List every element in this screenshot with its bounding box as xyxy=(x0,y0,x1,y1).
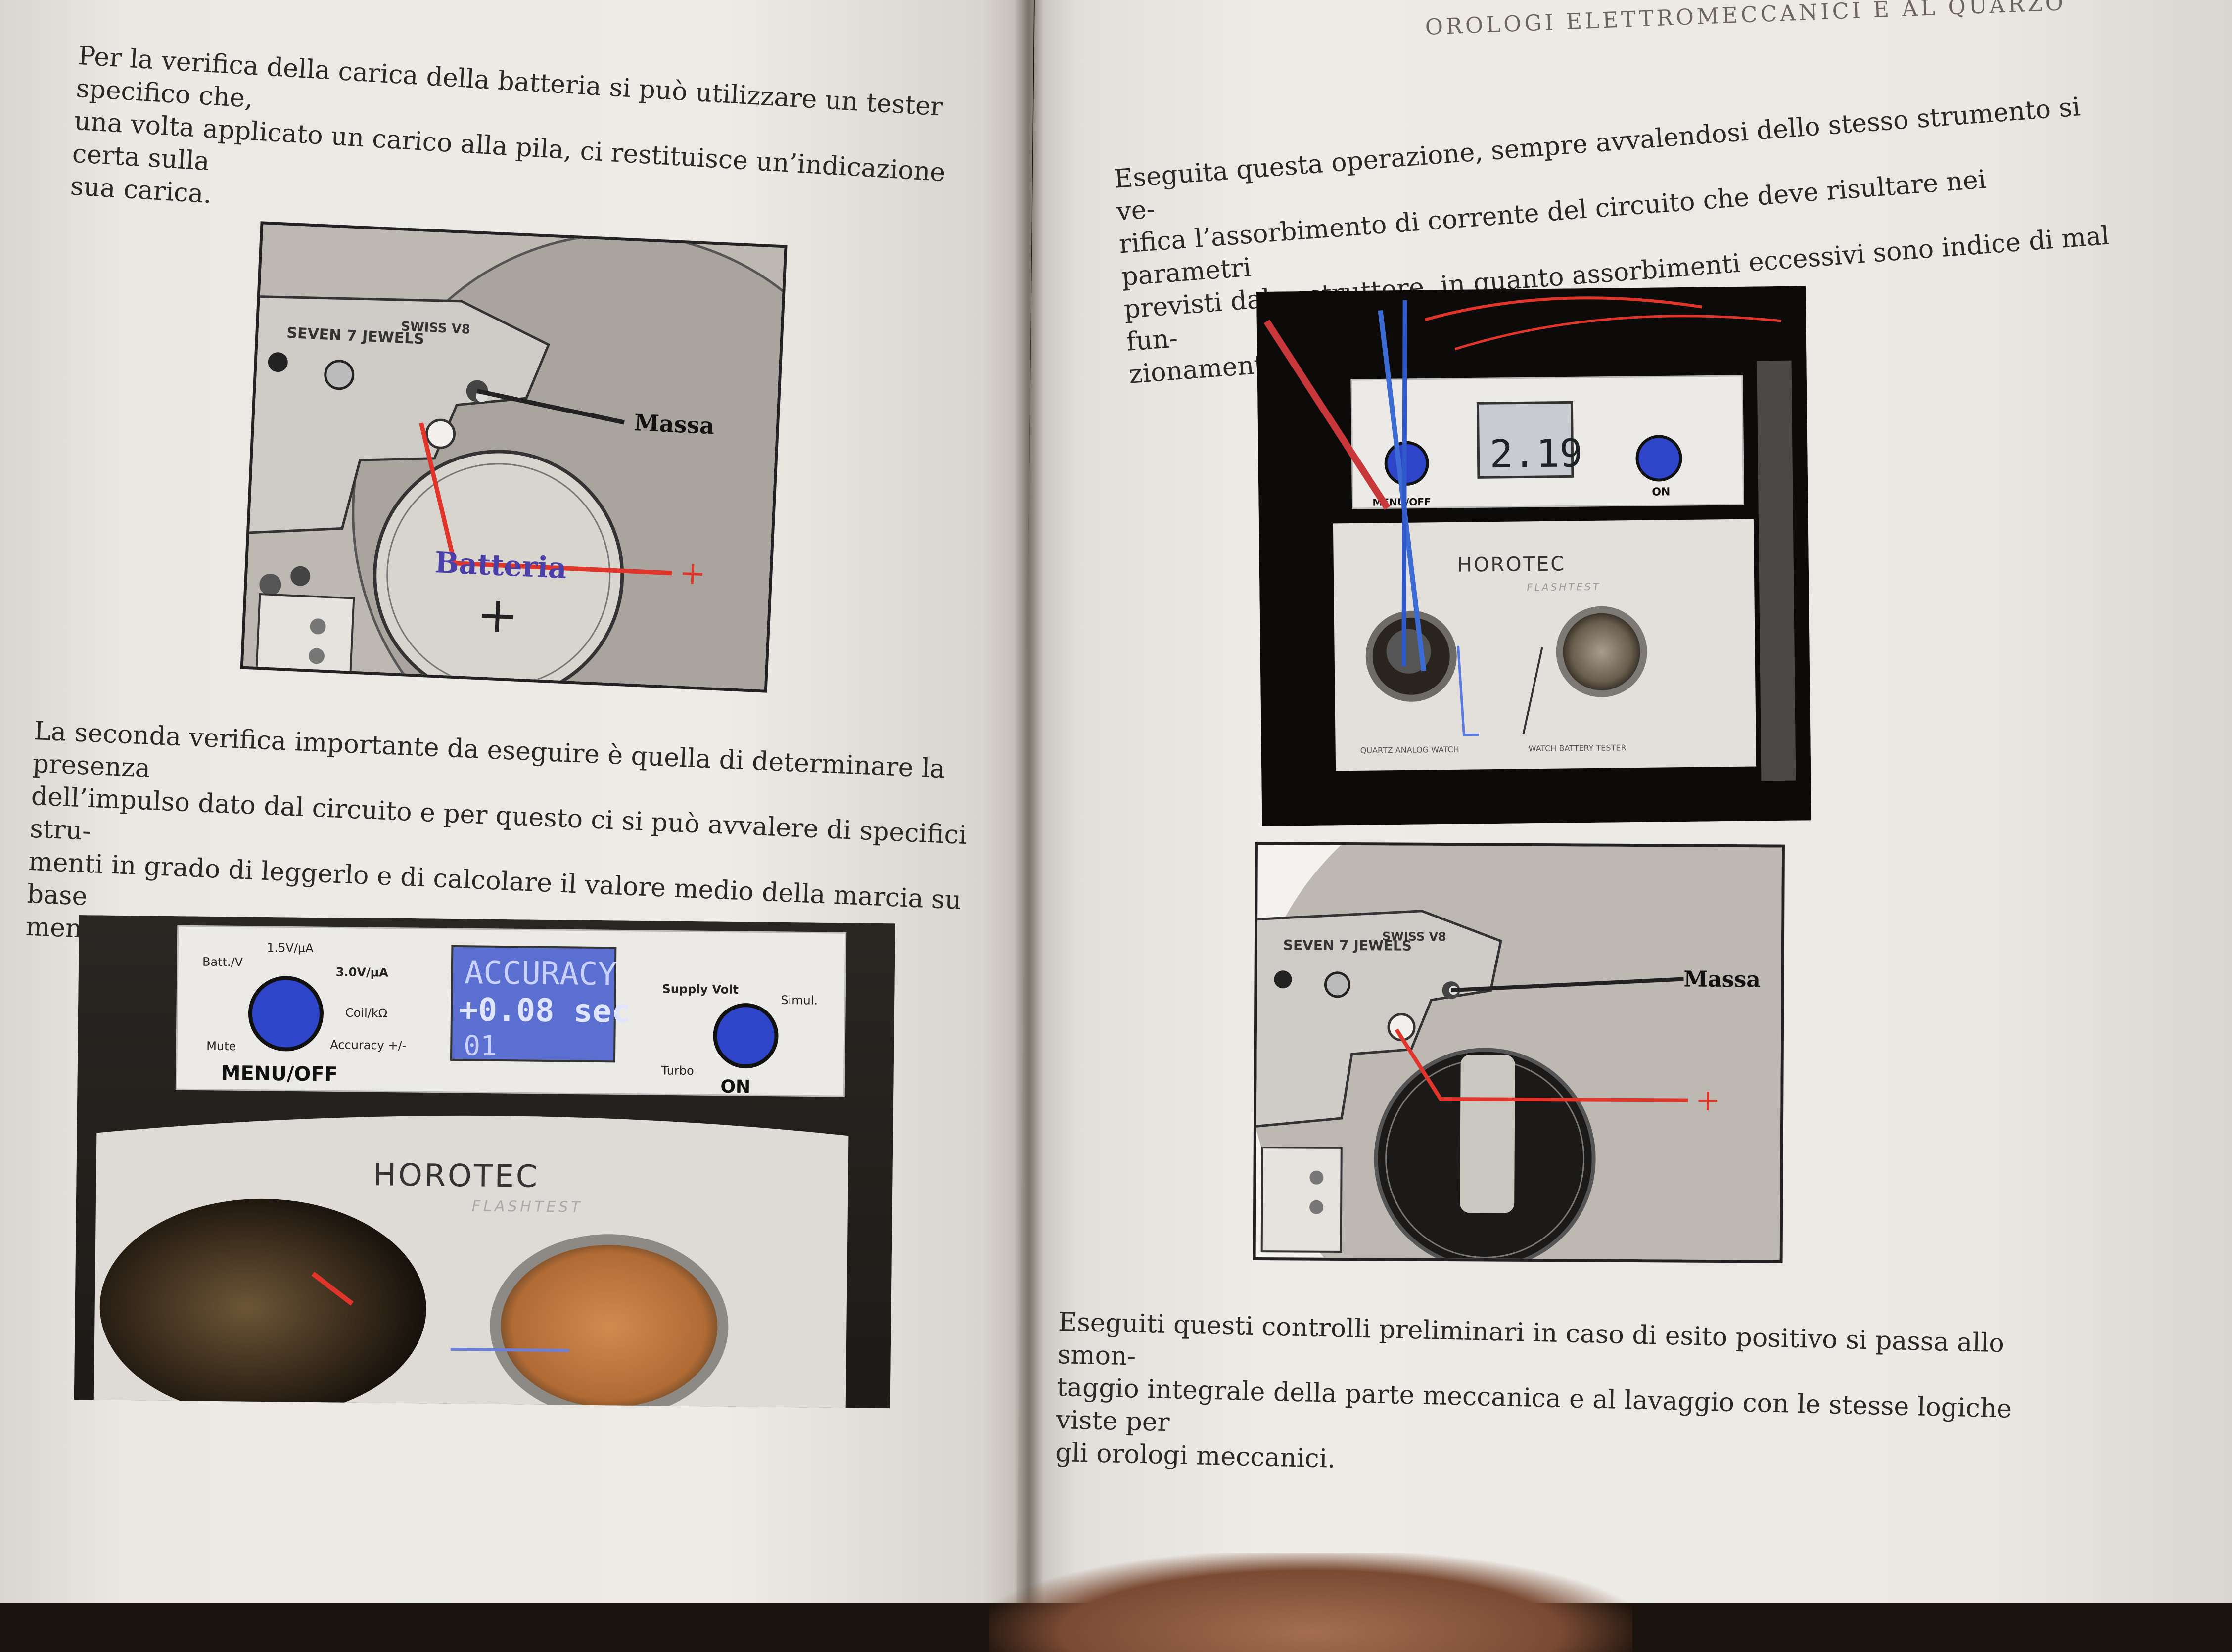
plus-label: + xyxy=(679,554,707,592)
swiss-label: SWISS V8 xyxy=(1382,929,1446,944)
batteria-label: Batteria xyxy=(434,546,567,585)
swiss-label: SWISS V8 xyxy=(401,319,471,337)
jewels-label: SEVEN 7 JEWELS xyxy=(1283,937,1412,954)
caption-right: WATCH BATTERY TESTER xyxy=(1529,743,1627,753)
plus-label: + xyxy=(1695,1083,1720,1118)
massa-label: Massa xyxy=(1683,967,1761,993)
lcd-line-2: +0.08 sec xyxy=(459,992,631,1030)
dial-label: Coil/kΩ xyxy=(345,1006,387,1020)
on-label: ON xyxy=(1652,486,1670,498)
right-dial-label: Supply Volt xyxy=(662,982,739,997)
menu-off-label: MENU/OFF xyxy=(221,1062,338,1086)
right-dial-label: Turbo xyxy=(661,1063,694,1078)
massa-diagram: SEVEN 7 JEWELS SWISS V8 Massa + xyxy=(1253,842,1785,1263)
massa-label: Massa xyxy=(634,409,715,439)
brand-sub-label: FLASHTEST xyxy=(472,1197,583,1216)
dial-label: Mute xyxy=(206,1039,236,1054)
battery-diagram: SEVEN 7 JEWELS SWISS V8 Massa + Batteria… xyxy=(240,221,788,693)
right-dial-label: Simul. xyxy=(781,993,818,1008)
dial-label: 3.0V/µA xyxy=(336,965,389,979)
caption-left: QUARTZ ANALOG WATCH xyxy=(1360,745,1459,755)
massa-diagram-figure: SEVEN 7 JEWELS SWISS V8 Massa + xyxy=(1252,841,1788,1269)
horotec-accuracy-photo: ACCURACY +0.08 sec 01 Batt./V 1.5V/µA 3.… xyxy=(74,915,895,1409)
dial-label: Accuracy +/- xyxy=(330,1038,406,1053)
thumb xyxy=(989,1553,1632,1652)
brand-label: HOROTEC xyxy=(1457,552,1566,576)
horotec-current-photo: 2.19 MENU/OFF ON HOROTEC FLASHTEST QUART… xyxy=(1256,286,1812,826)
lcd-line-3: 01 xyxy=(464,1030,497,1062)
brand-label: HOROTEC xyxy=(373,1156,539,1194)
book-gutter xyxy=(1014,0,1044,1603)
lcd-value: 2.19 xyxy=(1489,431,1583,477)
right-paragraph-2: Eseguiti questi controlli preliminari in… xyxy=(1055,1306,2018,1491)
dial-label: 1.5V/µA xyxy=(267,941,314,955)
on-label: ON xyxy=(720,1077,750,1098)
horotec-current-image: 2.19 MENU/OFF ON HOROTEC FLASHTEST QUART… xyxy=(1256,286,1812,826)
battery-plus-label: + xyxy=(475,585,519,645)
horotec-accuracy-image: ACCURACY +0.08 sec 01 Batt./V 1.5V/µA 3.… xyxy=(74,915,895,1409)
dial-label: Batt./V xyxy=(202,955,243,969)
brand-sub-label: FLASHTEST xyxy=(1527,581,1601,594)
battery-diagram-figure: SEVEN 7 JEWELS SWISS V8 Massa + Batteria… xyxy=(235,218,801,736)
lcd-line-1: ACCURACY xyxy=(464,955,617,993)
